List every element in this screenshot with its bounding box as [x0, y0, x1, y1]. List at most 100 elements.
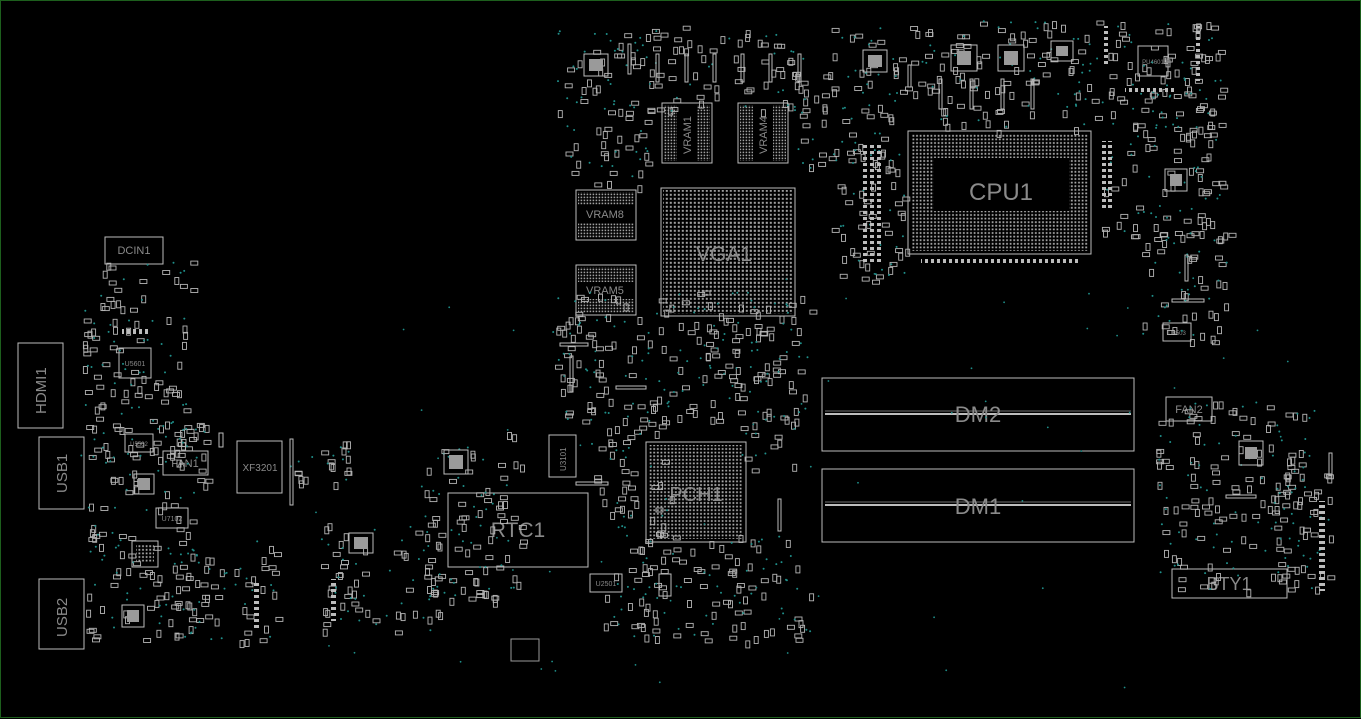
passive-component: [153, 447, 159, 456]
vram1-chip[interactable]: VRAM1: [661, 102, 713, 164]
passive-component: [1087, 84, 1093, 92]
via-dot: [400, 602, 403, 605]
passive-component: [803, 89, 809, 98]
passive-component: [1324, 473, 1333, 479]
passive-component: [100, 303, 106, 311]
hdmi1-connector[interactable]: HDMI1: [17, 342, 64, 429]
via-dot: [1205, 489, 1208, 492]
passive-component: [653, 617, 659, 626]
via-dot: [1304, 486, 1306, 489]
rtc1-battery[interactable]: RTC1: [447, 492, 589, 568]
passive-component: [1243, 434, 1252, 440]
via-dot: [817, 595, 820, 597]
via-dot: [703, 523, 706, 525]
passive-component: [726, 317, 734, 323]
passive-component: [694, 321, 700, 330]
passive-component: [1166, 330, 1175, 335]
passive-component: [124, 427, 133, 433]
via-dot: [450, 578, 452, 581]
u5601-chip[interactable]: U5601: [118, 347, 152, 379]
passive-component: [1154, 237, 1163, 242]
passive-component: [1274, 506, 1280, 514]
passive-component: [1027, 53, 1035, 59]
via-dot: [686, 360, 689, 363]
passive-component: [1202, 222, 1208, 231]
via-dot: [1237, 574, 1240, 577]
passive-component: [1216, 573, 1221, 581]
u2501-chip[interactable]: U2501: [589, 573, 623, 593]
via-dot: [615, 449, 618, 452]
via-dot: [649, 540, 652, 543]
passive-component: [670, 107, 679, 112]
passive-component: [1115, 39, 1121, 48]
rtc1-label: RTC1: [491, 519, 545, 542]
passive-component: [461, 515, 470, 521]
via-dot: [1036, 27, 1039, 30]
via-dot: [488, 587, 491, 590]
pch1-package[interactable]: PCH1: [645, 441, 747, 543]
via-dot: [1277, 571, 1280, 574]
via-dot: [752, 423, 755, 426]
passive-component: [1276, 537, 1282, 546]
via-dot: [579, 321, 582, 324]
xf3201-label: XF3201: [242, 463, 277, 474]
vram4-chip[interactable]: VRAM4: [737, 102, 789, 164]
passive-component: [1223, 232, 1229, 241]
xf3201-component[interactable]: XF3201: [236, 440, 283, 494]
via-dot: [621, 525, 624, 528]
passive-component: [1221, 455, 1230, 461]
passive-component: [710, 347, 719, 353]
passive-component: [106, 296, 115, 302]
passive-component: [86, 609, 92, 618]
vram8-chip[interactable]: VRAM8: [575, 189, 637, 241]
passive-component: [596, 392, 605, 398]
via-dot: [558, 30, 561, 33]
via-dot: [157, 427, 160, 430]
passive-component: [792, 463, 798, 472]
via-dot: [1101, 101, 1104, 104]
via-dot: [1150, 212, 1153, 215]
dm1-slot[interactable]: DM1: [821, 468, 1135, 543]
passive-component: [134, 320, 140, 329]
via-dot: [854, 141, 857, 144]
via-dot: [112, 456, 115, 459]
u7102-chip[interactable]: U7102: [155, 507, 189, 529]
passive-component: [96, 416, 105, 422]
dcin1-connector[interactable]: DCIN1: [104, 236, 164, 265]
passive-component: [723, 317, 729, 326]
fan1-label: FAN1: [171, 458, 199, 470]
dm2-slot[interactable]: DM2: [821, 377, 1135, 452]
via-dot: [328, 645, 330, 647]
passive-component: [1313, 508, 1319, 517]
passive-component: [880, 112, 889, 118]
via-dot: [716, 302, 719, 305]
passive-component: [743, 609, 752, 615]
passive-component: [1267, 505, 1273, 514]
u3101-chip[interactable]: U3101: [548, 434, 577, 478]
via-dot: [187, 552, 190, 555]
passive-component: [1223, 547, 1231, 553]
via-dot: [750, 341, 753, 344]
passive-component: [792, 72, 798, 80]
passive-component: [719, 544, 725, 553]
vram5-chip[interactable]: VRAM5: [575, 264, 637, 316]
passive-component: [337, 572, 343, 580]
usb1-connector[interactable]: USB1: [38, 436, 85, 510]
passive-component: [977, 61, 983, 70]
passive-component: [1250, 417, 1256, 426]
via-dot: [164, 460, 167, 463]
cpu1-package[interactable]: CPU1: [907, 130, 1092, 255]
vga1-package[interactable]: VGA1: [660, 187, 796, 317]
via-dot: [315, 511, 317, 514]
passive-component: [476, 590, 485, 595]
bty1-connector[interactable]: BTY1: [1171, 568, 1288, 599]
passive-component: [332, 551, 341, 557]
usb2-connector[interactable]: USB2: [38, 578, 85, 650]
passive-component: [1145, 243, 1151, 251]
passive-component: [746, 87, 755, 93]
via-dot: [1290, 491, 1293, 494]
u5502-chip[interactable]: U5502: [124, 433, 154, 453]
via-dot: [1280, 439, 1283, 442]
via-dot: [1167, 23, 1170, 26]
passive-component: [499, 495, 508, 501]
